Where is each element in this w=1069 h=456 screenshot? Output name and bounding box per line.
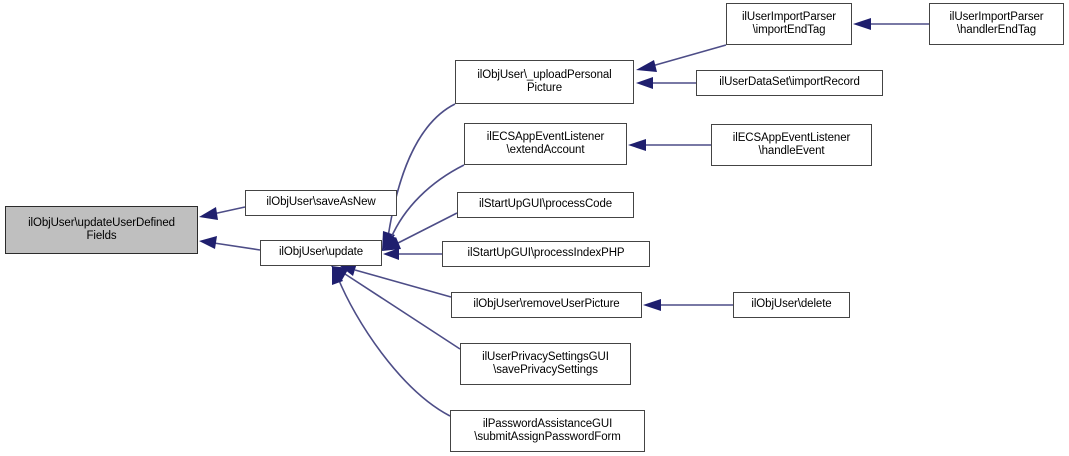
graph-node-label: ilObjUser\update [278, 246, 364, 259]
graph-node-label: ilObjUser\updateUserDefined Fields [28, 216, 175, 243]
graph-node-removeUserPicture[interactable]: ilObjUser\removeUserPicture [451, 292, 642, 318]
graph-node-importEndTag[interactable]: ilUserImportParser \importEndTag [726, 3, 852, 45]
graph-node-label: ilStartUpGUI\processIndexPHP [467, 247, 625, 260]
edge-importRecord-to-uploadPersonalPicture [636, 77, 696, 89]
graph-node-label: ilUserPrivacySettingsGUI \savePrivacySet… [482, 350, 609, 377]
edge-processIndexPHP-to-update [383, 248, 442, 260]
graph-node-submitAssignPasswordForm[interactable]: ilPasswordAssistanceGUI \submitAssignPas… [450, 410, 645, 452]
graph-node-label: ilObjUser\delete [751, 298, 832, 311]
graph-node-uploadPersonalPicture[interactable]: ilObjUser\_uploadPersonal Picture [455, 60, 634, 104]
edge-processCode-to-update [382, 212, 458, 251]
edge-saveAsNew-to-updateUserDefinedFields [199, 206, 246, 220]
graph-node-savePrivacySettings[interactable]: ilUserPrivacySettingsGUI \savePrivacySet… [460, 343, 631, 385]
graph-node-processIndexPHP[interactable]: ilStartUpGUI\processIndexPHP [442, 241, 650, 267]
graph-node-label: ilUserDataSet\importRecord [719, 76, 860, 89]
graph-node-processCode[interactable]: ilStartUpGUI\processCode [457, 192, 634, 218]
edge-savePrivacySettings-to-update [331, 266, 461, 350]
graph-node-delete[interactable]: ilObjUser\delete [733, 292, 850, 318]
graph-node-importRecord[interactable]: ilUserDataSet\importRecord [696, 70, 883, 96]
graph-node-label: ilStartUpGUI\processCode [478, 198, 613, 211]
graph-node-label: ilECSAppEventListener \extendAccount [486, 130, 605, 157]
edge-importEndTag-to-uploadPersonalPicture [636, 44, 727, 72]
edge-handleEvent-to-extendAccount [628, 139, 711, 151]
edge-update-to-updateUserDefinedFields [199, 236, 261, 251]
graph-node-extendAccount[interactable]: ilECSAppEventListener \extendAccount [464, 123, 627, 165]
edge-handlerEndTag-to-importEndTag [853, 18, 929, 30]
graph-node-label: ilObjUser\saveAsNew [266, 196, 376, 209]
edge-extendAccount-to-update [382, 164, 465, 251]
graph-node-label: ilUserImportParser \handlerEndTag [949, 10, 1044, 37]
graph-node-label: ilObjUser\removeUserPicture [473, 298, 620, 311]
graph-node-handlerEndTag[interactable]: ilUserImportParser \handlerEndTag [929, 3, 1064, 45]
graph-node-label: ilObjUser\_uploadPersonal Picture [477, 68, 612, 95]
edge-delete-to-removeUserPicture [643, 299, 733, 311]
graph-node-label: ilUserImportParser \importEndTag [741, 10, 837, 37]
graph-node-handleEvent[interactable]: ilECSAppEventListener \handleEvent [711, 124, 872, 166]
graph-node-saveAsNew[interactable]: ilObjUser\saveAsNew [245, 190, 397, 216]
graph-node-label: ilPasswordAssistanceGUI \submitAssignPas… [474, 417, 621, 444]
graph-node-updateUserDefinedFields[interactable]: ilObjUser\updateUserDefined Fields [5, 206, 198, 254]
edge-submitAssignPasswordForm-to-update [332, 265, 451, 417]
graph-node-update[interactable]: ilObjUser\update [260, 240, 382, 266]
edge-removeUserPicture-to-update [340, 263, 452, 298]
graph-node-label: ilECSAppEventListener \handleEvent [732, 131, 851, 158]
